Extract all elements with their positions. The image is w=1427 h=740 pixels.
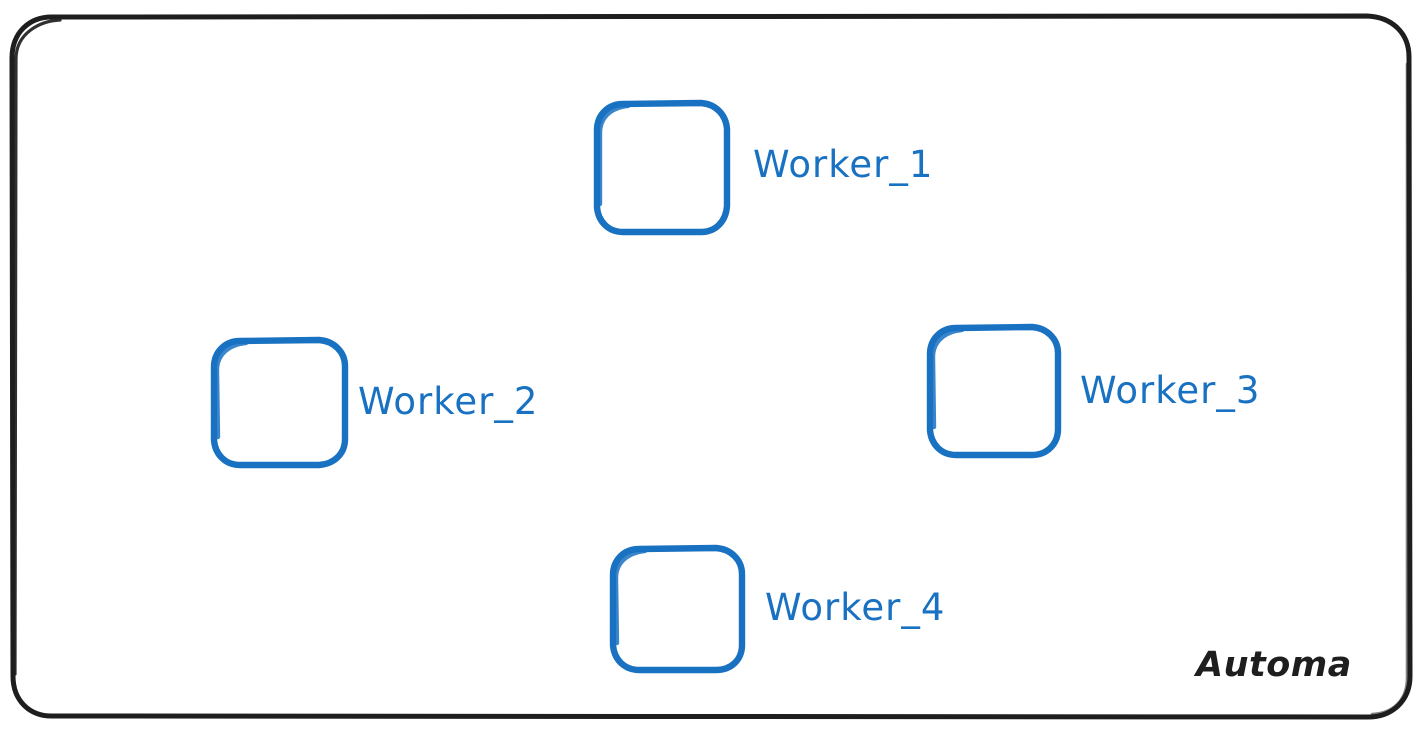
worker-1-box-overstroke (597, 103, 631, 207)
outer-frame-stroke-c (1370, 62, 1409, 716)
worker-1-node[interactable] (593, 99, 731, 236)
worker-4-node[interactable] (609, 544, 746, 674)
worker-3-box-overstroke (930, 327, 965, 430)
worker-4-label: Worker_4 (765, 586, 946, 629)
worker-4-box-overstroke (613, 548, 648, 646)
signature-text: Automa (1196, 645, 1352, 685)
outer-frame-stroke-a (9, 13, 1413, 720)
worker-1-box[interactable] (593, 99, 731, 236)
worker-3-node[interactable] (926, 323, 1062, 459)
worker-2-label: Worker_2 (358, 380, 539, 423)
worker-2-node[interactable] (210, 336, 349, 469)
worker-2-box[interactable] (210, 336, 349, 469)
outer-frame (9, 13, 1413, 720)
outer-frame-stroke-b (13, 18, 62, 676)
worker-4-box[interactable] (609, 544, 746, 674)
worker-2-box-overstroke (214, 340, 249, 440)
worker-1-label: Worker_1 (753, 143, 934, 186)
worker-3-label: Worker_3 (1080, 369, 1261, 412)
worker-3-box[interactable] (926, 323, 1062, 459)
